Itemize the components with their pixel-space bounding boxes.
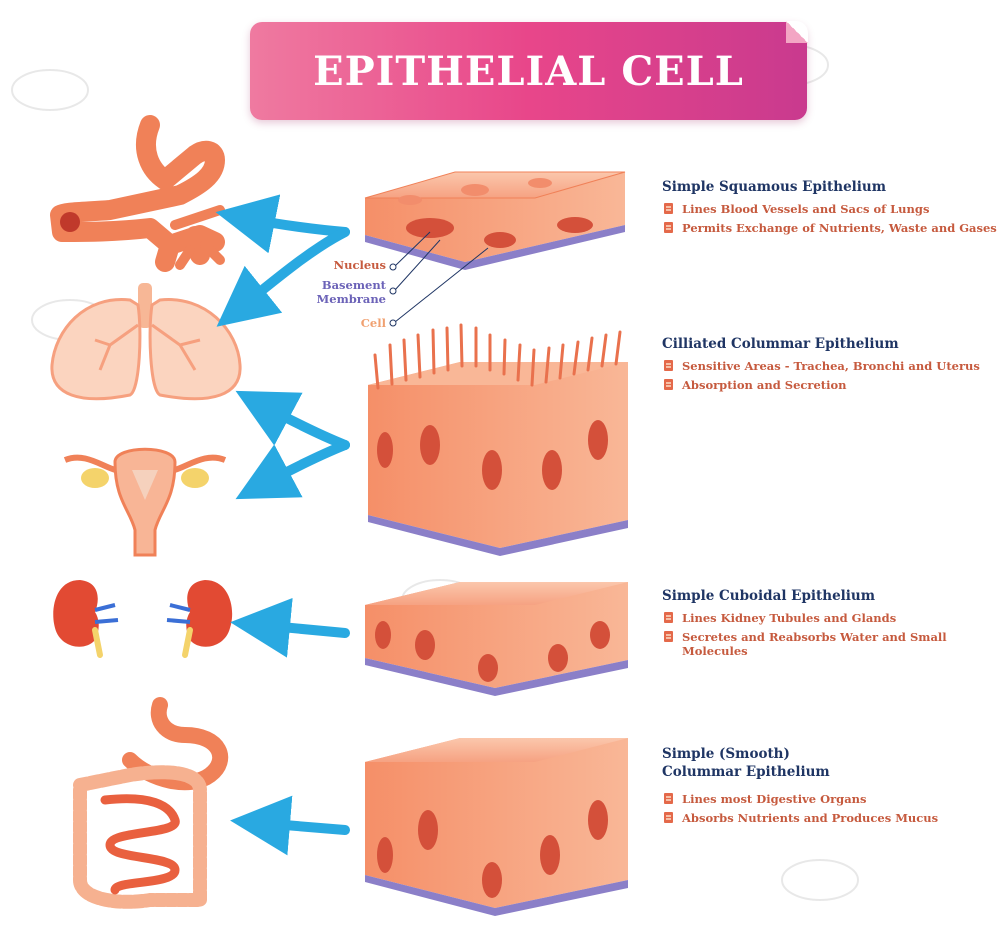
page-title: EPITHELIAL CELL [250,48,807,95]
bullet-text: Absorption and Secretion [682,378,847,392]
nucleus-label: Nucleus [290,258,386,272]
bullet-icon [664,793,673,804]
bullet-text: Secretes and Reabsorbs Water and Small M… [682,630,947,658]
bullet-icon [664,631,673,642]
squamous-tissue-block [365,172,625,326]
bullet-text: Lines Blood Vessels and Sacs of Lungs [682,202,929,216]
smooth-columnar-block [365,738,628,916]
uterus-icon [65,449,225,555]
section-title: Simple Squamous Epithelium [662,178,1007,196]
bullet-text: Lines most Digestive Organs [682,792,867,806]
cell-label: Cell [290,316,386,330]
bullet-item: Absorbs Nutrients and Produces Mucus [662,811,1007,825]
section-simple-squamous: Simple Squamous Epithelium Lines Blood V… [662,178,1007,240]
bullet-item: Lines most Digestive Organs [662,792,1007,806]
bullet-icon [664,379,673,390]
arrow-icon [262,405,345,445]
bullet-item: Lines Blood Vessels and Sacs of Lungs [662,202,1007,216]
bullet-text: Lines Kidney Tubules and Glands [682,611,896,625]
ciliated-columnar-block [368,325,628,556]
bullet-icon [664,203,673,214]
bullet-icon [664,612,673,623]
kidneys-icon [53,580,232,655]
watermark-badge [12,70,88,110]
digestive-system-icon [80,705,220,902]
watermark-badge [782,860,858,900]
title-banner: EPITHELIAL CELL [250,22,807,120]
bronchi-icon [60,125,220,265]
bullet-icon [664,812,673,823]
bullet-icon [664,222,673,233]
arrow-icon [262,445,345,485]
arrows-group [240,218,345,830]
arrow-icon [245,218,345,232]
section-smooth-columnar: Simple (Smooth) Colummar Epithelium [662,745,862,787]
cuboidal-tissue-block [365,582,628,696]
section-title: Cilliated Colummar Epithelium [662,335,1007,353]
section-simple-cuboidal: Simple Cuboidal Epithelium Lines Kidney … [662,587,1007,663]
bullet-icon [664,360,673,371]
arrow-icon [260,625,345,633]
bullet-item: Absorption and Secretion [662,378,1007,392]
bullet-item: Lines Kidney Tubules and Glands [662,611,1007,625]
banner-fold-corner [786,21,808,43]
bullet-item: Sensitive Areas - Trachea, Bronchi and U… [662,359,1007,373]
bullet-text: Permits Exchange of Nutrients, Waste and… [682,221,997,235]
bullet-text: Absorbs Nutrients and Produces Mucus [682,811,938,825]
section-ciliated-columnar: Cilliated Colummar Epithelium Sensitive … [662,335,1007,397]
basement-membrane-label: Basement Membrane [290,278,386,306]
bullet-item: Permits Exchange of Nutrients, Waste and… [662,221,1007,235]
section-title: Simple (Smooth) Colummar Epithelium [662,745,862,781]
arrow-icon [260,823,345,830]
bullet-text: Sensitive Areas - Trachea, Bronchi and U… [682,359,980,373]
bullet-item: Secretes and Reabsorbs Water and Small M… [662,630,1007,658]
section-smooth-columnar-bullets: Lines most Digestive Organs Absorbs Nutr… [662,792,1007,830]
section-title: Simple Cuboidal Epithelium [662,587,1007,605]
